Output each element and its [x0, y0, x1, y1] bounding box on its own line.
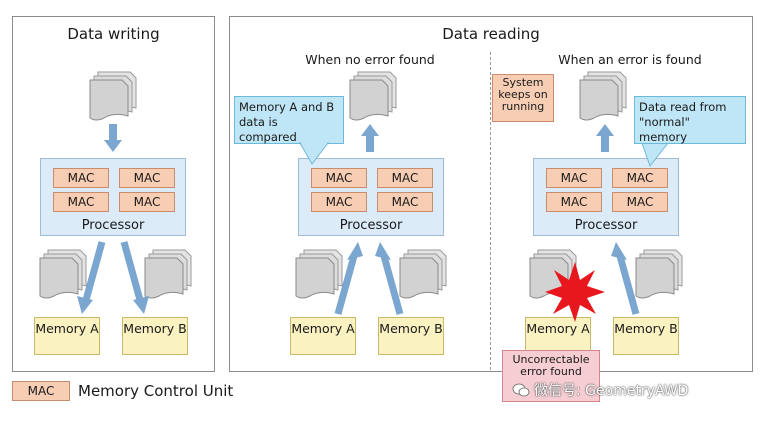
legend-text: Memory Control Unit	[78, 382, 234, 400]
mac-unit: MAC	[546, 192, 602, 212]
doc-stack-left-error	[529, 249, 577, 299]
mac-unit: MAC	[311, 168, 367, 188]
mac-unit: MAC	[377, 192, 433, 212]
arrow-from-memory-b-no-error	[375, 242, 404, 315]
doc-stack-top-no-error	[349, 71, 397, 121]
watermark-text: 微信号: GeometryAWD	[534, 383, 689, 399]
wechat-icon	[512, 383, 530, 397]
memory-a-writing: Memory A	[34, 317, 100, 355]
mac-unit: MAC	[53, 192, 109, 212]
mac-unit: MAC	[119, 168, 175, 188]
mac-unit: MAC	[119, 192, 175, 212]
doc-stack-top-error	[579, 71, 627, 121]
mac-unit: MAC	[53, 168, 109, 188]
arrow-from-memory-b-error	[611, 242, 640, 315]
memory-b-no-error: Memory B	[378, 317, 444, 355]
processor-label: Processor	[339, 218, 403, 233]
processor-writing: MAC MAC MAC MAC Processor	[40, 158, 186, 236]
mac-unit: MAC	[377, 168, 433, 188]
normal-memory-callout: Data read from "normal" memory	[634, 96, 746, 144]
processor-no-error: MAC MAC MAC MAC Processor	[298, 158, 444, 236]
memory-b-writing: Memory B	[122, 317, 188, 355]
arrow-up-error	[596, 124, 614, 152]
processor-label: Processor	[81, 218, 145, 233]
mac-unit: MAC	[546, 168, 602, 188]
mac-unit: MAC	[612, 192, 668, 212]
system-running-note: System keeps on running	[492, 74, 554, 122]
arrow-to-memory-b	[120, 241, 149, 314]
data-reading-title: Data reading	[442, 25, 540, 43]
mac-unit: MAC	[311, 192, 367, 212]
arrow-down-writing	[104, 124, 122, 152]
doc-stack-right-writing	[144, 249, 192, 299]
watermark: 微信号: GeometryAWD	[512, 380, 688, 400]
no-error-subtitle: When no error found	[305, 52, 435, 67]
memory-a-no-error: Memory A	[290, 317, 356, 355]
reading-divider	[490, 52, 491, 370]
arrow-to-memory-a	[77, 241, 106, 314]
doc-stack-top-writing	[89, 71, 137, 121]
error-subtitle: When an error is found	[558, 52, 702, 67]
doc-stack-left-no-error	[295, 249, 343, 299]
doc-stack-left-writing	[39, 249, 87, 299]
doc-stack-right-error	[635, 249, 683, 299]
processor-error: MAC MAC MAC MAC Processor	[533, 158, 679, 236]
arrow-up-no-error	[361, 124, 379, 152]
mac-unit: MAC	[612, 168, 668, 188]
legend-mac-swatch: MAC	[12, 381, 70, 401]
data-writing-title: Data writing	[67, 25, 160, 43]
compare-callout: Memory A and B data is compared	[234, 96, 344, 144]
processor-label: Processor	[574, 218, 638, 233]
memory-a-error: Memory A	[525, 317, 591, 355]
memory-b-error: Memory B	[613, 317, 679, 355]
doc-stack-right-no-error	[399, 249, 447, 299]
arrow-from-memory-a-no-error	[334, 242, 363, 315]
